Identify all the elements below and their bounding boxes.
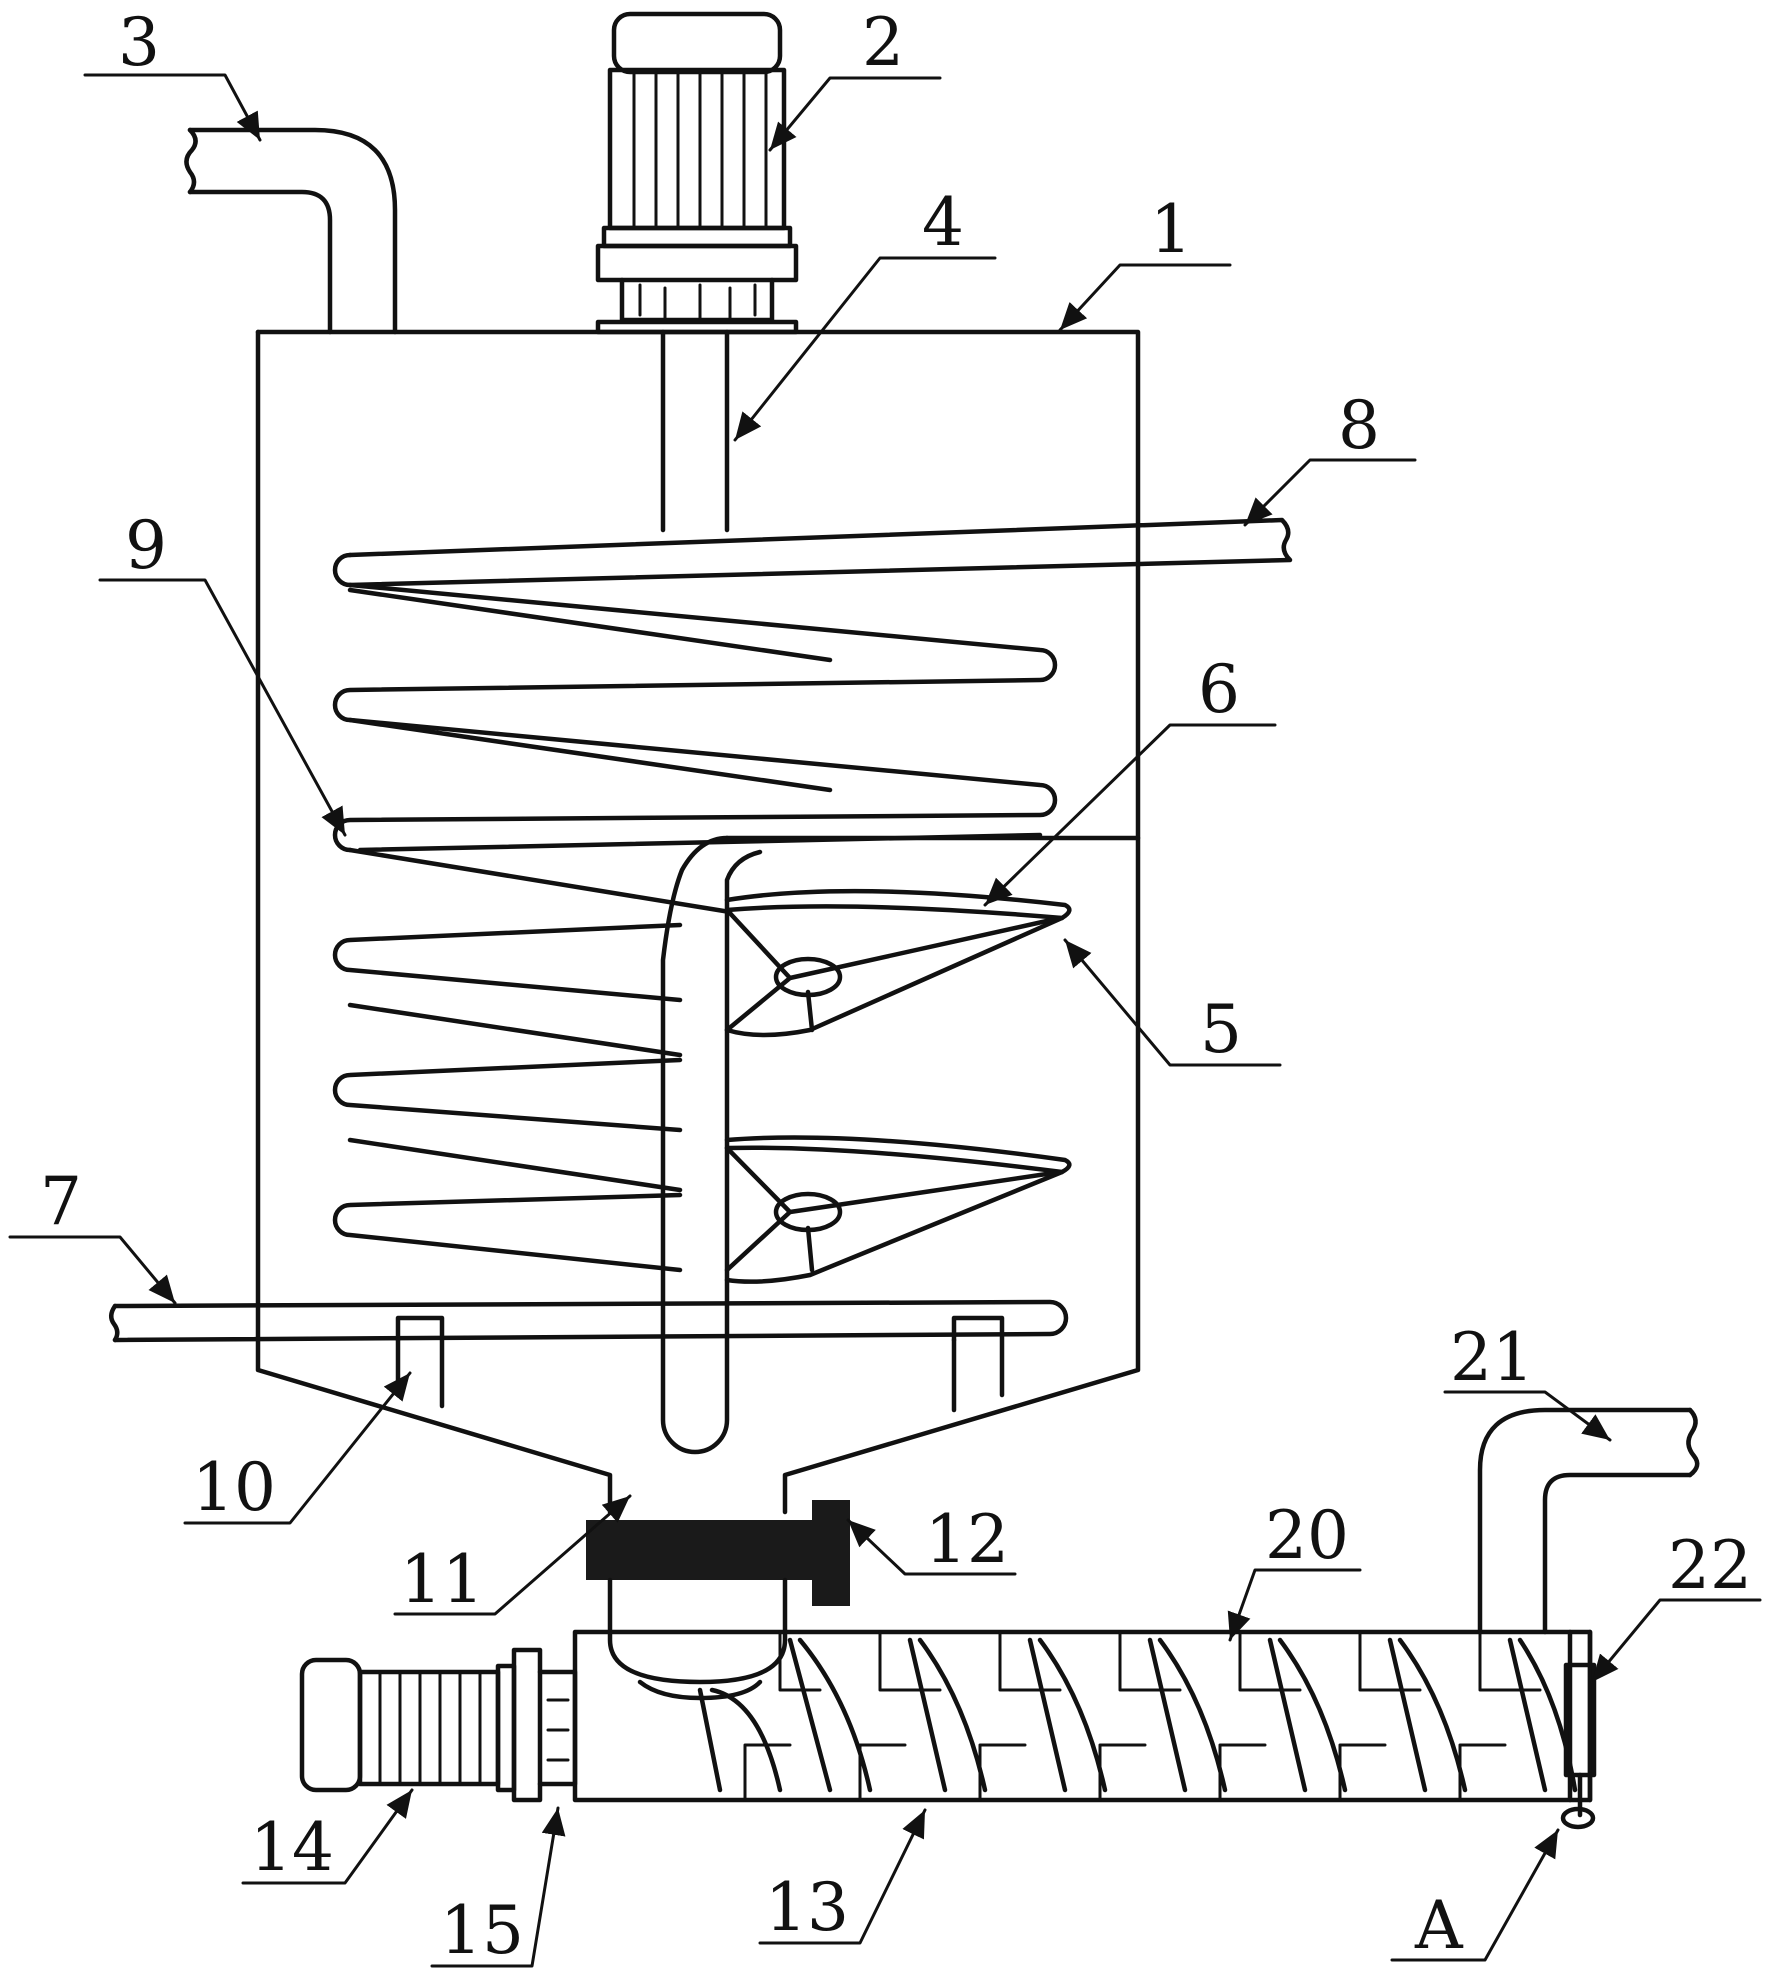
label-7: 7: [40, 1163, 82, 1240]
label-2: 2: [862, 4, 904, 81]
top-motor: [595, 11, 799, 335]
conveyor-motor: [299, 1647, 578, 1803]
feed-pipe: [184, 127, 398, 335]
label-10: 10: [192, 1449, 276, 1526]
label-A: A: [1414, 1887, 1464, 1964]
part-labels: 3 2 1 4 8 9 6 5 7 10 11 12 20 21 22 14 1…: [40, 4, 1752, 1969]
end-cleaning-part: [1560, 1629, 1597, 1830]
tank-body: [255, 329, 1141, 1515]
label-22: 22: [1668, 1527, 1752, 1604]
label-12: 12: [925, 1501, 1009, 1578]
screw-conveyor: [572, 1629, 1593, 1803]
label-20: 20: [1265, 1497, 1349, 1574]
label-5: 5: [1200, 991, 1242, 1068]
discharge-valve: [586, 1500, 850, 1701]
label-1: 1: [1150, 191, 1192, 268]
label-4: 4: [922, 184, 964, 261]
label-15: 15: [440, 1892, 524, 1969]
label-21: 21: [1450, 1319, 1534, 1396]
label-9: 9: [125, 507, 167, 584]
stirring-blades: [724, 888, 1072, 1284]
heating-coil: [109, 517, 1293, 1343]
label-8: 8: [1338, 387, 1380, 464]
label-11: 11: [400, 1541, 484, 1618]
label-13: 13: [765, 1869, 849, 1946]
support-legs: [395, 1315, 1005, 1413]
conveyor-outlet-pipe: [1477, 1407, 1700, 1635]
leader-lines: [8, 73, 1762, 1968]
label-6: 6: [1198, 651, 1240, 728]
label-3: 3: [118, 4, 160, 81]
label-14: 14: [250, 1809, 334, 1886]
